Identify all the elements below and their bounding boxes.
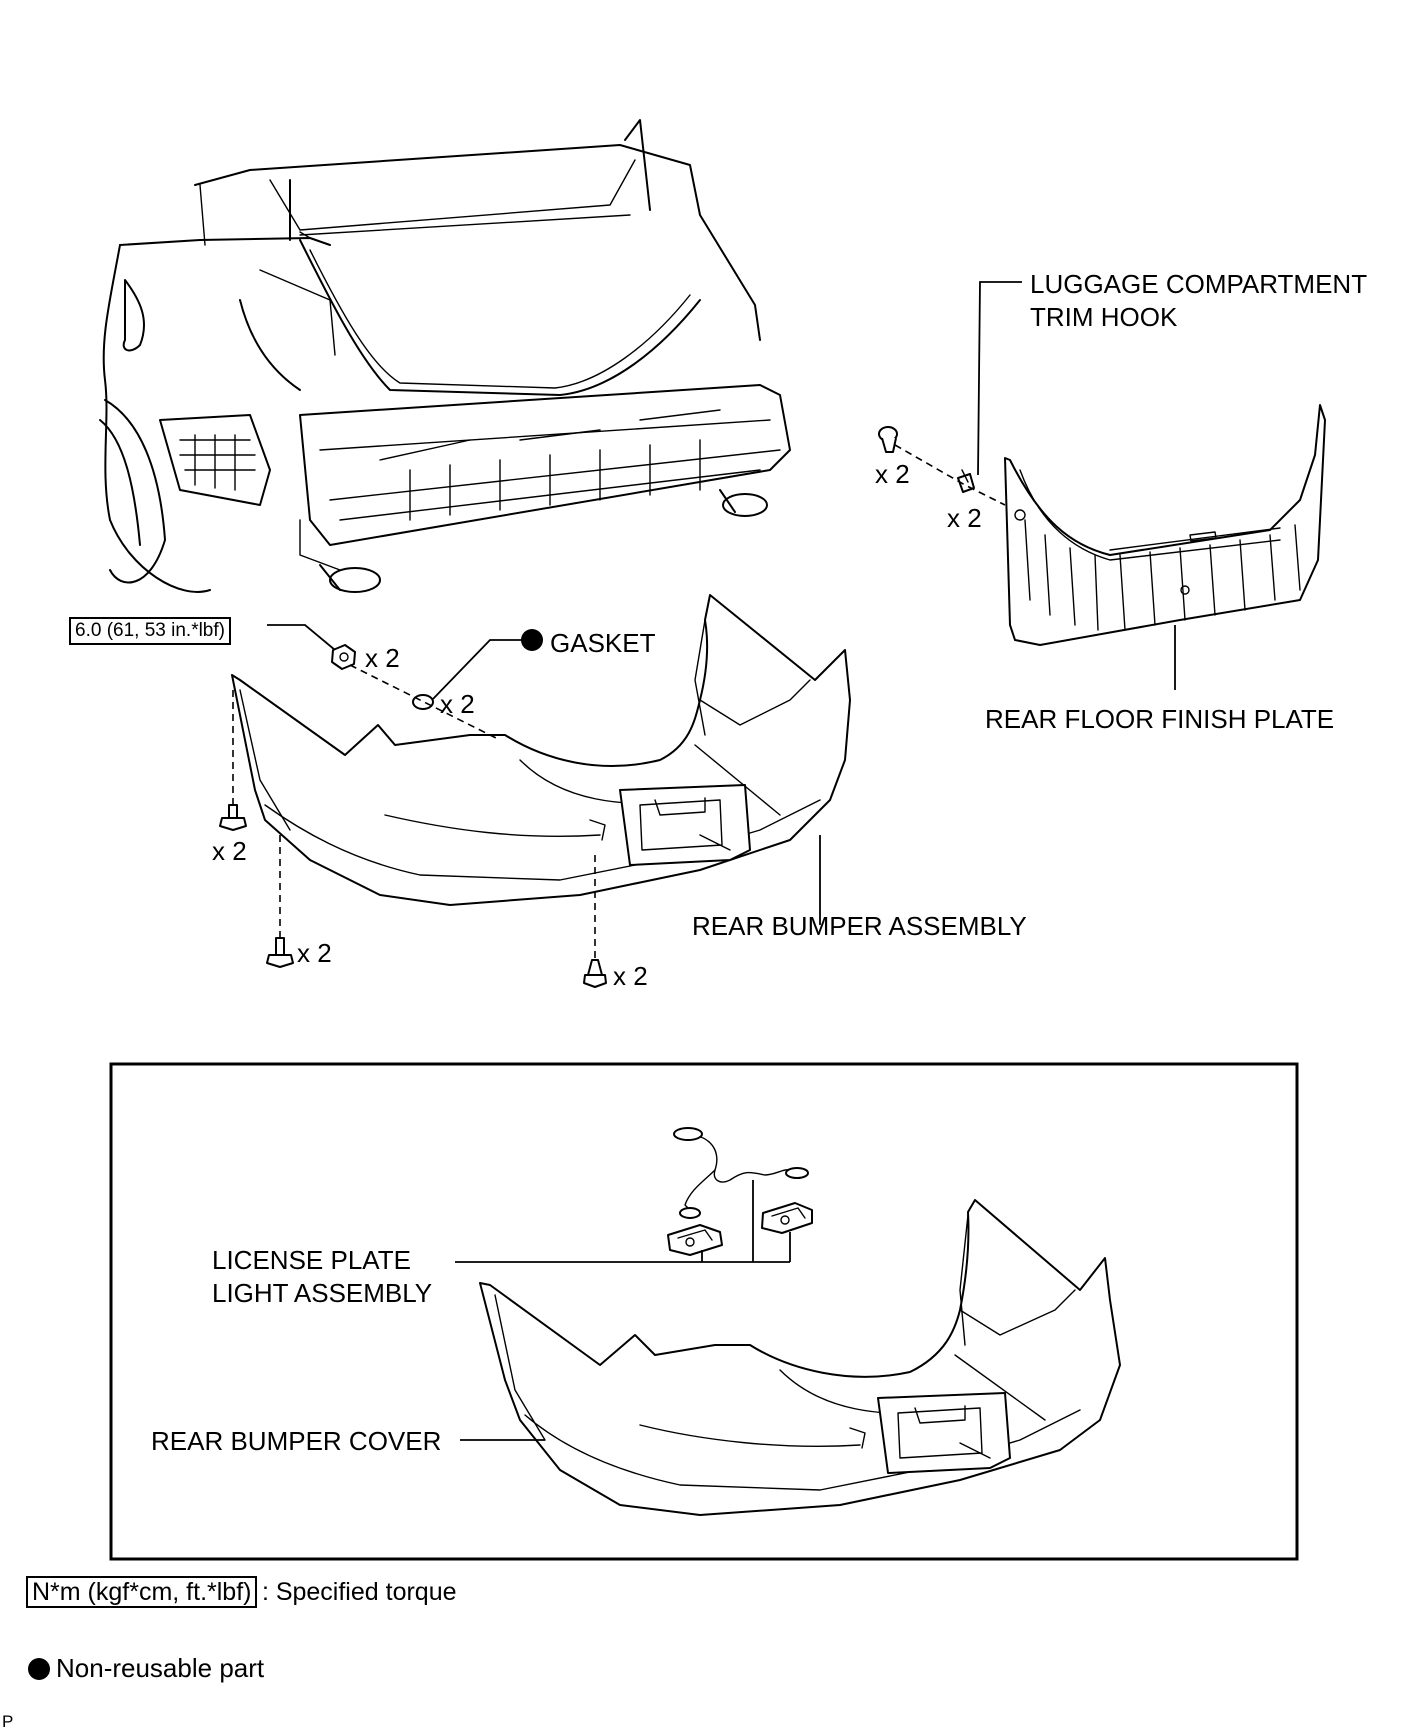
- non-reusable-dot-icon: [521, 629, 543, 651]
- rear-bumper-assembly-label: REAR BUMPER ASSEMBLY: [692, 911, 1027, 941]
- clip-upper-qty: x 2: [875, 459, 910, 489]
- rear-floor-finish-plate-label: REAR FLOOR FINISH PLATE: [985, 704, 1335, 734]
- hook-qty: x 2: [947, 503, 982, 533]
- side-screw-icon: [219, 804, 247, 831]
- gasket-qty: x 2: [440, 689, 475, 719]
- luggage-trim-hook-label: LUGGAGE COMPARTMENT TRIM HOOK: [1030, 268, 1367, 334]
- vehicle-rear-illustration: [99, 119, 791, 593]
- rear-bumper-assembly-illustration: [231, 594, 851, 906]
- legend-torque-text: : Specified torque: [261, 1578, 457, 1606]
- legend-nonreusable: Non-reusable part: [28, 1652, 264, 1685]
- nut-icon: [331, 644, 356, 670]
- license-plate-light-label-line2: LIGHT ASSEMBLY: [212, 1278, 433, 1308]
- rear-floor-finish-plate-illustration: [1004, 404, 1326, 646]
- gasket-label: GASKET: [550, 628, 656, 658]
- license-plate-light-label-line1: LICENSE PLATE: [212, 1245, 411, 1275]
- luggage-trim-hook-label-line2: TRIM HOOK: [1030, 302, 1178, 332]
- luggage-trim-hook-label-line1: LUGGAGE COMPARTMENT: [1030, 269, 1368, 299]
- legend-torque: N*m (kgf*cm, ft.*lbf) : Specified torque: [26, 1576, 457, 1609]
- legend-torque-unit-box: N*m (kgf*cm, ft.*lbf): [26, 1576, 258, 1608]
- lower-screw-left-qty: x 2: [297, 938, 332, 968]
- wire-harness-illustration: [673, 1127, 809, 1219]
- rear-bumper-cover-label: REAR BUMPER COVER: [151, 1426, 442, 1456]
- side-screw-qty: x 2: [212, 836, 247, 866]
- nut-qty: x 2: [365, 643, 400, 673]
- gasket-icon: [412, 694, 434, 710]
- license-plate-light-assembly-label: LICENSE PLATE LIGHT ASSEMBLY: [212, 1244, 432, 1310]
- lower-clip-center-qty: x 2: [613, 961, 648, 991]
- figure-code: P: [2, 1712, 14, 1731]
- license-plate-light-left-icon: [667, 1224, 723, 1256]
- lower-clip-center-icon: [583, 959, 607, 988]
- legend-nonreusable-text: Non-reusable part: [56, 1653, 265, 1683]
- lower-screw-left-icon: [266, 937, 294, 968]
- non-reusable-legend-dot-icon: [28, 1658, 50, 1680]
- rear-bumper-cover-illustration: [479, 1199, 1121, 1516]
- torque-spec-box: 6.0 (61, 53 in.*lbf): [69, 617, 231, 645]
- detail-frame: [109, 1062, 1299, 1561]
- clip-upper-icon: [878, 426, 898, 453]
- license-plate-light-right-icon: [761, 1202, 813, 1234]
